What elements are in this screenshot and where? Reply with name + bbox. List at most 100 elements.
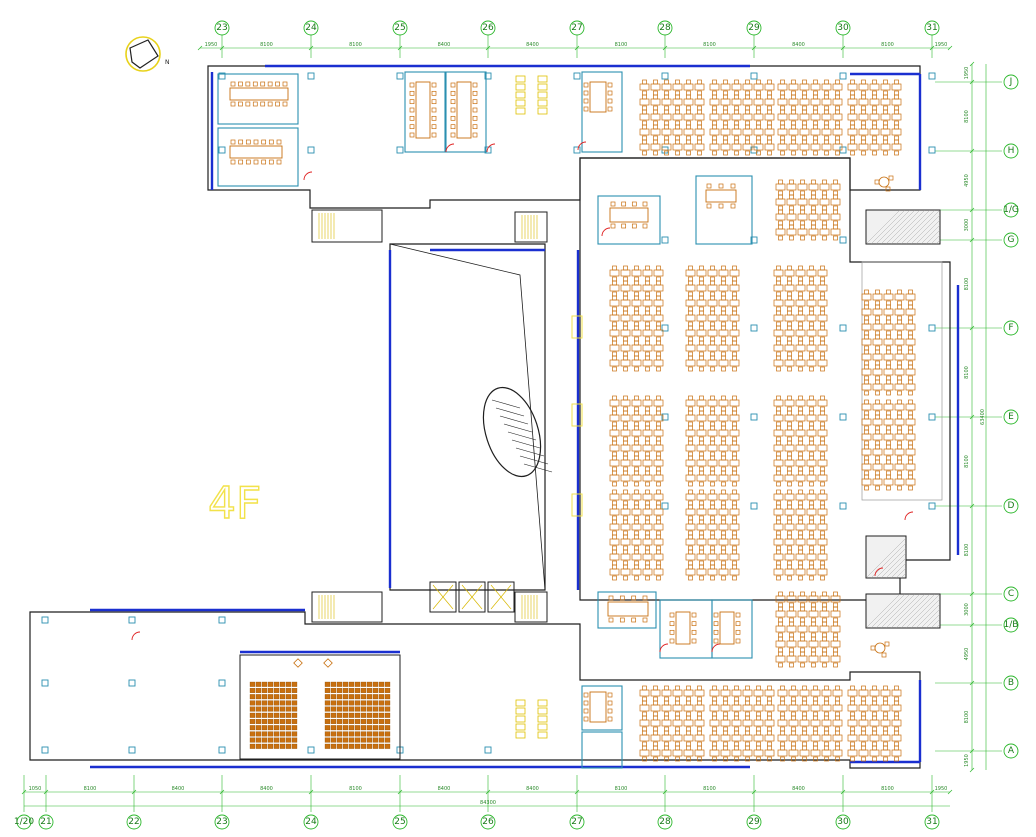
chair <box>623 575 628 581</box>
hatch <box>865 209 901 245</box>
seat <box>273 712 280 718</box>
chair <box>686 700 691 706</box>
dimension-label: 8400 <box>172 786 185 792</box>
chair <box>778 209 783 215</box>
chair <box>872 109 877 115</box>
chair <box>767 139 772 145</box>
chair <box>861 730 866 736</box>
door-swing <box>577 141 587 151</box>
chair <box>612 310 617 316</box>
chair <box>282 81 288 87</box>
dimension-tick <box>397 45 403 51</box>
chair <box>732 280 737 286</box>
dimension-label: 8400 <box>792 42 805 48</box>
chair <box>833 235 838 241</box>
chair <box>791 94 796 100</box>
dimension-tick <box>574 789 580 795</box>
chair <box>778 606 783 612</box>
chair <box>824 685 829 691</box>
chair <box>656 280 661 286</box>
chair <box>809 489 814 495</box>
toilet <box>537 99 548 107</box>
chair <box>776 549 781 555</box>
chair <box>776 519 781 525</box>
seat <box>291 700 298 706</box>
seat <box>285 706 292 712</box>
chair <box>787 395 792 401</box>
chair <box>653 150 658 156</box>
grid-bubble-col: 24 <box>303 20 319 36</box>
chair <box>723 685 728 691</box>
chair <box>835 124 840 130</box>
seat <box>378 700 385 706</box>
seat <box>273 681 280 687</box>
chair <box>735 621 741 627</box>
grid-bubble-label: 24 <box>305 817 317 827</box>
chair <box>642 139 647 145</box>
chair <box>776 310 781 316</box>
chair <box>732 295 737 301</box>
chair <box>776 425 781 431</box>
chair <box>631 201 637 207</box>
chair <box>864 334 869 340</box>
chair <box>472 107 478 113</box>
chair <box>833 651 838 657</box>
seat <box>372 681 379 687</box>
chair <box>776 489 781 495</box>
grid-bubble-label: 1/G <box>1003 205 1019 215</box>
grid-bubble-circle <box>835 814 851 830</box>
chair <box>872 94 877 100</box>
grid-bubble-circle <box>16 814 32 830</box>
seat <box>267 688 274 693</box>
dimension-tick <box>969 325 975 331</box>
elevator-box <box>458 581 486 613</box>
chair <box>732 340 737 346</box>
chair <box>653 715 658 721</box>
chair <box>732 325 737 331</box>
elevator-x <box>432 584 454 610</box>
chair <box>809 564 814 570</box>
chair <box>886 459 891 465</box>
table-top <box>229 145 283 159</box>
chair <box>612 519 617 525</box>
hatch <box>880 593 916 629</box>
chair <box>634 395 639 401</box>
grid-bubble-col-bottom: 30 <box>835 814 851 830</box>
chair <box>809 310 814 316</box>
chair <box>800 194 805 200</box>
chair <box>721 395 726 401</box>
seat <box>336 706 343 712</box>
chair <box>431 115 437 121</box>
chair <box>699 325 704 331</box>
seat <box>324 700 331 706</box>
chair <box>732 455 737 461</box>
hatch <box>865 537 907 579</box>
chair <box>894 79 899 85</box>
seat <box>261 694 268 700</box>
chair <box>688 410 693 416</box>
chair <box>780 94 785 100</box>
chair <box>472 132 478 138</box>
grid-bubble-circle <box>1003 143 1019 159</box>
service-room <box>865 535 907 579</box>
grid-bubble-col: 30 <box>835 20 851 36</box>
chair <box>886 414 891 420</box>
chair <box>800 224 805 230</box>
chair <box>721 340 726 346</box>
chair <box>710 425 715 431</box>
chair <box>645 325 650 331</box>
chair <box>861 756 866 762</box>
chair <box>809 410 814 416</box>
chair <box>811 651 816 657</box>
chair <box>607 90 613 96</box>
chair <box>612 564 617 570</box>
seat <box>267 694 274 700</box>
seat <box>372 725 379 731</box>
seat <box>354 725 361 731</box>
grid-bubble-circle <box>1003 74 1019 90</box>
hatch <box>900 572 907 579</box>
dimension-tick <box>969 61 975 67</box>
chair <box>872 124 877 130</box>
chair <box>721 504 726 510</box>
